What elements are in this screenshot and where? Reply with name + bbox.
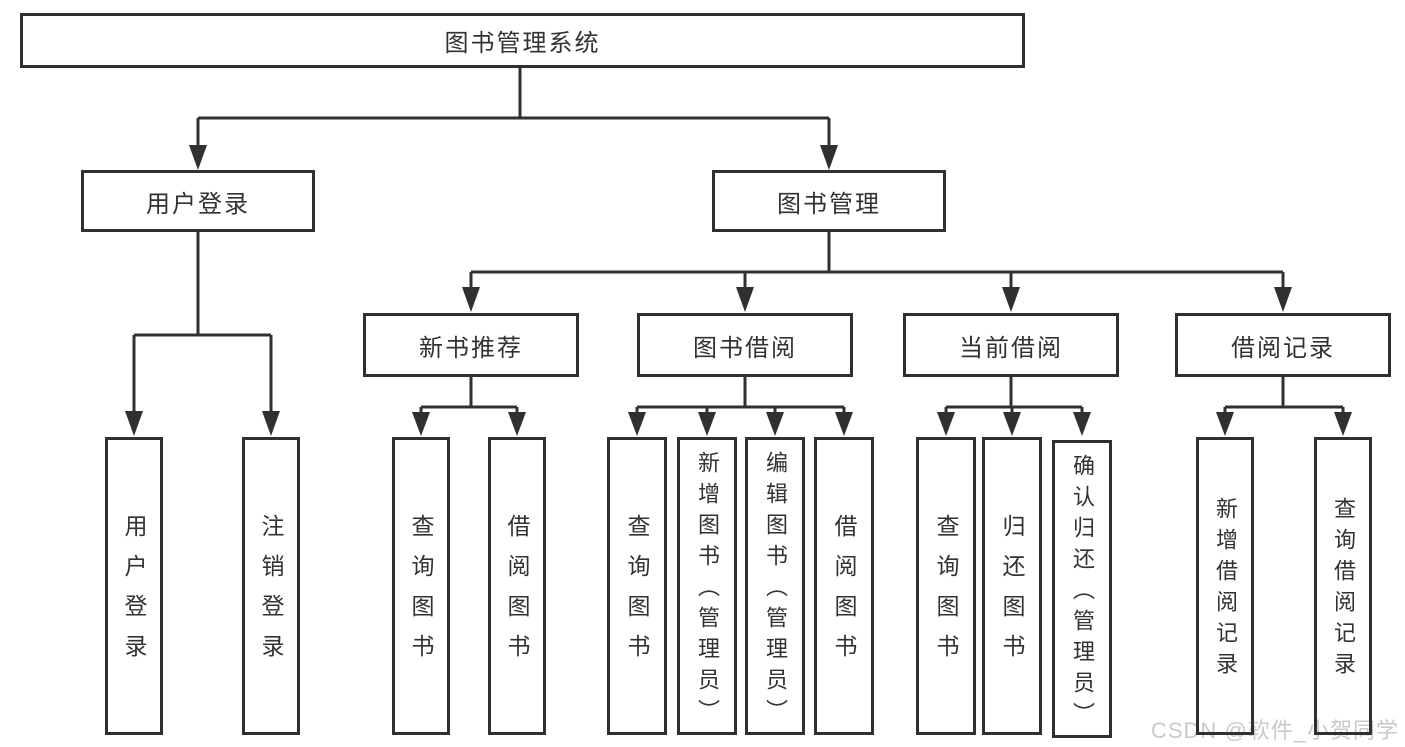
leaf-edit-book-admin-label: 编辑图书（管理员）: [763, 450, 788, 730]
arrowhead-icon: [1216, 412, 1234, 436]
connector-borrowing-records-to-leaves: [1216, 377, 1352, 436]
arrowhead-icon: [1002, 287, 1020, 312]
leaf-confirm-return-admin-label: 确认归还（管理员）: [1070, 453, 1095, 733]
arrowhead-icon: [628, 412, 646, 436]
node-new-book-recommendation: 新书推荐: [363, 313, 579, 377]
arrowhead-icon: [1274, 287, 1292, 312]
leaf-query-books-current-label: 查询图书: [933, 514, 959, 674]
arrowhead-icon: [189, 145, 207, 170]
node-current-borrowing-label: 当前借阅: [959, 334, 1063, 362]
leaf-edit-book-admin: 编辑图书（管理员）: [745, 437, 805, 735]
connector-root-to-level2: [189, 68, 838, 170]
leaf-user-login: 用户登录: [105, 437, 163, 735]
node-book-management: 图书管理: [712, 170, 946, 232]
arrowhead-icon: [462, 287, 480, 312]
node-borrowing-records-label: 借阅记录: [1231, 334, 1335, 362]
node-borrowing-records: 借阅记录: [1175, 313, 1391, 377]
leaf-confirm-return-admin: 确认归还（管理员）: [1052, 440, 1112, 738]
node-user-login-label: 用户登录: [146, 190, 250, 218]
leaf-add-book-admin: 新增图书（管理员）: [677, 437, 737, 735]
node-new-book-recommendation-label: 新书推荐: [419, 334, 523, 362]
connector-new-book-to-leaves: [412, 377, 526, 436]
leaf-add-book-admin-label: 新增图书（管理员）: [695, 450, 720, 730]
leaf-borrow-books-recommend: 借阅图书: [488, 437, 546, 735]
arrowhead-icon: [125, 411, 143, 436]
leaf-add-borrow-record: 新增借阅记录: [1196, 437, 1254, 735]
node-root: 图书管理系统: [20, 13, 1025, 68]
arrowhead-icon: [698, 412, 716, 436]
arrowhead-icon: [508, 412, 526, 436]
arrowhead-icon: [766, 412, 784, 436]
leaf-query-books-borrowing: 查询图书: [607, 437, 667, 735]
leaf-query-books-current: 查询图书: [916, 437, 976, 735]
leaf-query-books-recommend-label: 查询图书: [408, 514, 434, 674]
leaf-user-login-label: 用户登录: [121, 514, 147, 674]
leaf-query-borrow-record-label: 查询借阅记录: [1331, 497, 1356, 683]
connector-book-borrowing-to-leaves: [628, 377, 853, 436]
node-user-login: 用户登录: [81, 170, 315, 232]
node-current-borrowing: 当前借阅: [903, 313, 1119, 377]
watermark: CSDN @软件_小贺同学: [1150, 718, 1399, 743]
leaf-query-books-recommend: 查询图书: [392, 437, 450, 735]
leaf-query-borrow-record: 查询借阅记录: [1314, 437, 1372, 735]
leaf-return-books-label: 归还图书: [999, 514, 1025, 674]
leaf-logout-label: 注销登录: [258, 514, 284, 674]
arrowhead-icon: [736, 287, 754, 312]
leaf-logout: 注销登录: [242, 437, 300, 735]
arrowhead-icon: [1003, 412, 1021, 436]
connector-current-borrowing-to-leaves: [937, 377, 1091, 436]
leaf-borrow-books-borrowing: 借阅图书: [814, 437, 874, 735]
arrowhead-icon: [1334, 412, 1352, 436]
node-book-management-label: 图书管理: [777, 190, 881, 218]
leaf-add-borrow-record-label: 新增借阅记录: [1213, 497, 1238, 683]
leaf-borrow-books-borrowing-label: 借阅图书: [831, 514, 857, 674]
arrowhead-icon: [1073, 412, 1091, 436]
connector-user-login-to-leaves: [125, 232, 280, 436]
arrowhead-icon: [412, 412, 430, 436]
arrowhead-icon: [835, 412, 853, 436]
leaf-return-books: 归还图书: [982, 437, 1042, 735]
node-root-label: 图书管理系统: [444, 30, 601, 57]
connector-book-management-to-level3: [462, 232, 1292, 312]
leaf-query-books-borrowing-label: 查询图书: [624, 514, 650, 674]
arrowhead-icon: [820, 145, 838, 170]
arrowhead-icon: [937, 412, 955, 436]
node-book-borrowing-label: 图书借阅: [693, 334, 797, 362]
leaf-borrow-books-recommend-label: 借阅图书: [504, 514, 530, 674]
arrowhead-icon: [262, 411, 280, 436]
node-book-borrowing: 图书借阅: [637, 313, 853, 377]
